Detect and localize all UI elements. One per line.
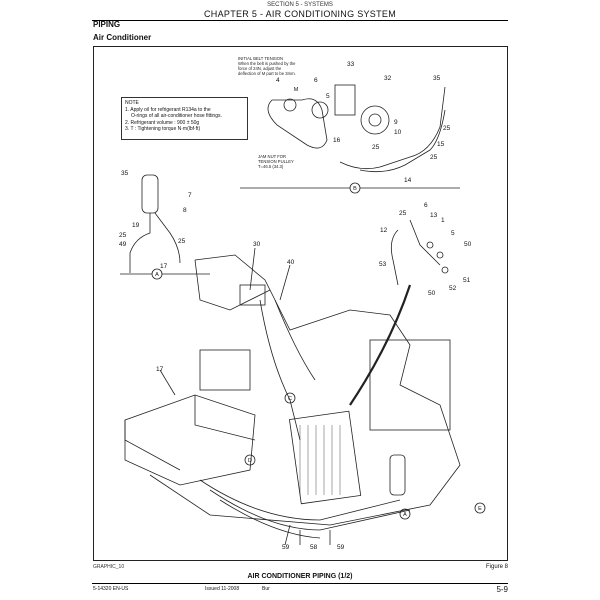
- view-label-a: A: [155, 272, 159, 278]
- svg-text:6: 6: [424, 202, 428, 209]
- svg-text:50: 50: [428, 290, 436, 297]
- page-number: 5-9: [496, 585, 508, 594]
- hose-a1: [129, 213, 151, 273]
- svg-text:17: 17: [160, 263, 168, 270]
- hose-59: [199, 479, 401, 521]
- section-header: SECTION 5 - SYSTEMS: [267, 2, 333, 8]
- graphic-id: GRAPHIC_10: [93, 564, 125, 570]
- svg-text:25: 25: [119, 232, 127, 239]
- svg-text:19: 19: [132, 222, 140, 229]
- hose-30: [259, 299, 301, 441]
- svg-text:25: 25: [399, 210, 407, 217]
- view-d-circle: [244, 454, 256, 466]
- view-c-circle: [284, 392, 296, 404]
- svg-text:59: 59: [282, 544, 290, 551]
- receiver-drier: [141, 174, 159, 214]
- condenser: [288, 410, 362, 505]
- footer-rule: [92, 583, 508, 584]
- svg-text:52: 52: [449, 285, 457, 292]
- view-label-m: M: [294, 87, 299, 93]
- view-e-circle: [474, 502, 486, 514]
- svg-text:6: 6: [314, 77, 318, 84]
- view-label-b: B: [353, 186, 357, 192]
- svg-text:49: 49: [119, 241, 127, 248]
- figure-frame: [93, 46, 508, 561]
- svg-text:35: 35: [433, 75, 441, 82]
- svg-text:7: 7: [188, 192, 192, 199]
- svg-text:59: 59: [337, 544, 345, 551]
- svg-text:58: 58: [310, 544, 318, 551]
- view-label-a2: A: [403, 512, 407, 518]
- svg-text:14: 14: [404, 177, 412, 184]
- svg-text:4: 4: [276, 77, 280, 84]
- main-hose: [349, 284, 412, 406]
- view-label-e: E: [478, 506, 482, 512]
- svg-text:53: 53: [379, 261, 387, 268]
- machine-frame: [149, 254, 461, 526]
- svg-text:17: 17: [156, 366, 164, 373]
- svg-text:15: 15: [437, 141, 445, 148]
- idler-pulley: [283, 98, 297, 112]
- header-rule: [92, 20, 508, 21]
- view-label-c: C: [288, 396, 292, 402]
- hose-a2: [154, 212, 181, 264]
- note-title: NOTE: [125, 100, 139, 106]
- svg-text:1: 1: [441, 217, 445, 224]
- engine-block: [369, 339, 451, 431]
- svg-text:9: 9: [394, 119, 398, 126]
- view-a2-circle: [399, 508, 411, 520]
- note-line-2: O-rings of all air-conditioner hose fitt…: [131, 113, 222, 119]
- svg-text:5: 5: [326, 93, 330, 100]
- section-heading: PIPING: [93, 20, 121, 29]
- svg-text:25: 25: [372, 144, 380, 151]
- issued-date: Issued 11-2008: [205, 586, 240, 592]
- svg-text:8: 8: [183, 207, 187, 214]
- belt-tension-callout: INITIAL BELT TENSION When the belt is pu…: [238, 56, 296, 76]
- hose-40: [274, 299, 316, 381]
- subsection-heading: Air Conditioner: [93, 33, 152, 42]
- svg-text:51: 51: [463, 277, 471, 284]
- drier-2: [389, 454, 406, 496]
- evaporator-unit: [124, 394, 256, 486]
- note-line-3: 2. Refrigerant volume : 900 ± 50g: [125, 119, 200, 126]
- jam-nut-callout: JAM NUT FOR TENSION PULLEY T=46.5 (34.3): [258, 154, 294, 169]
- heater-box: [199, 349, 251, 391]
- hose-b1: [339, 86, 446, 170]
- view-label-d: D: [248, 458, 252, 464]
- svg-text:33: 33: [347, 61, 355, 68]
- language-code: Bur: [262, 586, 270, 592]
- hose-b2: [359, 109, 446, 173]
- svg-text:40: 40: [287, 259, 295, 266]
- note-line-4: 3. T : Tightening torque N·m(lbf·ft): [125, 126, 201, 132]
- svg-text:25: 25: [443, 125, 451, 132]
- chapter-header: CHAPTER 5 - AIR CONDITIONING SYSTEM: [203, 9, 397, 19]
- compressor: [360, 105, 390, 135]
- svg-text:12: 12: [380, 227, 388, 234]
- drive-belt: [267, 98, 328, 149]
- note-line-1: 1. Apply oil for refrigerant R134a to th…: [125, 106, 211, 113]
- svg-text:25: 25: [430, 154, 438, 161]
- svg-text:50: 50: [464, 241, 472, 248]
- svg-text:10: 10: [394, 129, 402, 136]
- figure-caption: AIR CONDITIONER PIPING (1/2): [247, 573, 353, 580]
- tension-pulley: [311, 101, 329, 119]
- compressor-bracket: [334, 84, 356, 116]
- svg-text:35: 35: [121, 170, 129, 177]
- note-box: NOTE 1. Apply oil for refrigerant R134a …: [121, 97, 248, 140]
- svg-text:13: 13: [430, 212, 438, 219]
- doc-number: 5-14320 EN-US: [93, 586, 129, 592]
- hose-e2: [409, 219, 441, 266]
- svg-text:25: 25: [178, 238, 186, 245]
- reservoir: [239, 284, 266, 306]
- svg-text:30: 30: [253, 241, 261, 248]
- hose-e1: [390, 229, 399, 286]
- svg-text:16: 16: [333, 137, 341, 144]
- figure-label: Figure 8: [485, 564, 508, 570]
- svg-text:5: 5: [451, 230, 455, 237]
- svg-text:32: 32: [384, 75, 392, 82]
